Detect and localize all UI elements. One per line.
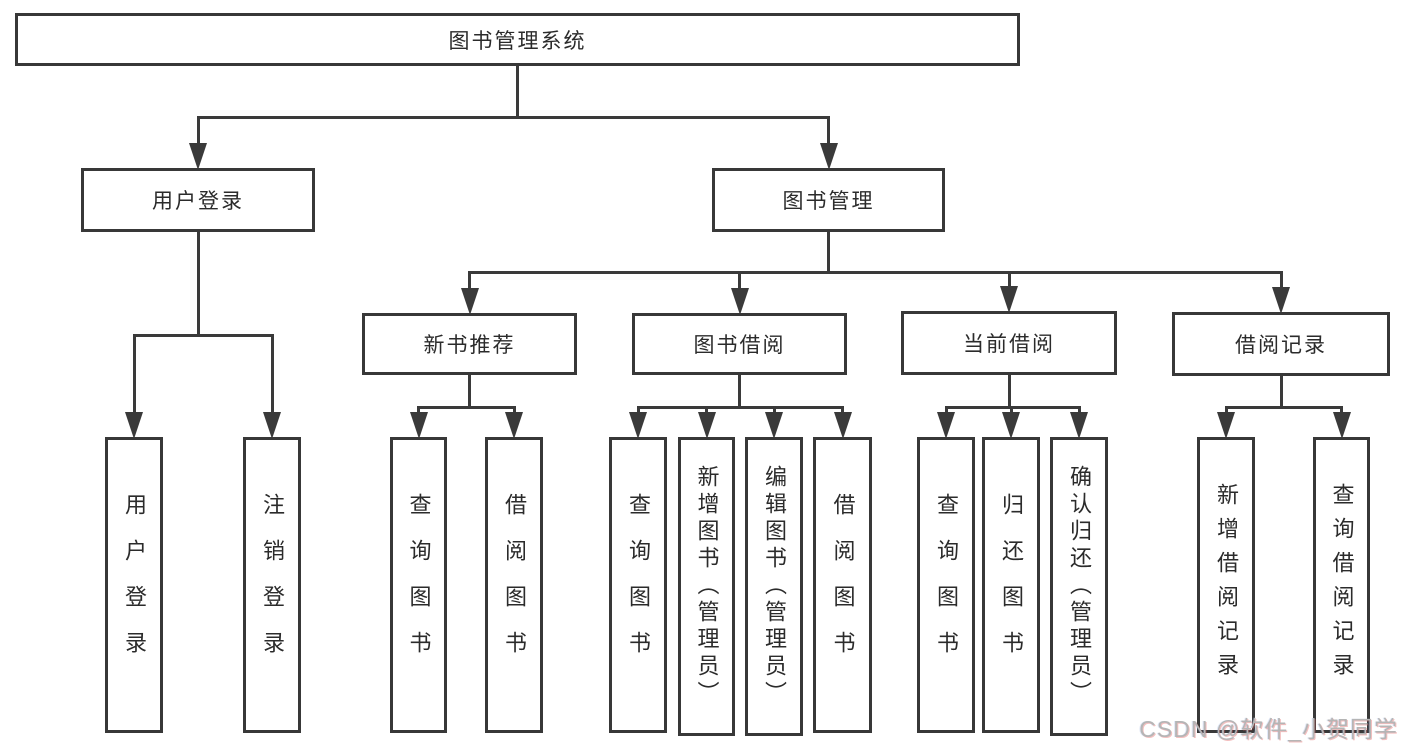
node-current-borrow: 当前借阅 [901, 311, 1117, 375]
node-book-mgmt: 图书管理 [712, 168, 945, 232]
edge-drop-user-login-leaf-logout [270, 335, 274, 418]
node-leaf-query-books-cur: 查询图书 [917, 437, 975, 733]
node-leaf-confirm-return-label: 确认归还（管理员） [1067, 465, 1092, 708]
edge-arrowhead-book-borrow-leaf-add-books [697, 412, 716, 439]
node-leaf-borrow-books: 借阅图书 [813, 437, 872, 733]
edge-drop-root-user-login [196, 117, 200, 149]
edge-arrowhead-book-mgmt-current-borrow [1000, 286, 1018, 313]
node-leaf-query-books-borrow: 查询图书 [609, 437, 667, 733]
edge-drop-book-mgmt-borrow-records [1279, 272, 1283, 293]
node-leaf-query-books-borrow-label: 查询图书 [626, 493, 651, 677]
node-current-borrow-label: 当前借阅 [963, 333, 1055, 356]
node-leaf-query-borrow-rec: 查询借阅记录 [1313, 437, 1370, 733]
edge-arrowhead-new-book-rec-leaf-query-books-rec [409, 412, 428, 439]
node-book-borrow: 图书借阅 [632, 313, 847, 375]
node-borrow-records-label: 借阅记录 [1235, 334, 1327, 357]
node-book-borrow-label: 图书借阅 [693, 334, 786, 357]
edge-arrowhead-current-borrow-leaf-query-books-cur [937, 412, 955, 439]
edge-split-current-borrow [944, 405, 1081, 409]
edge-drop-book-mgmt-current-borrow [1007, 272, 1011, 292]
node-leaf-borrow-books-rec: 借阅图书 [485, 437, 543, 733]
edge-split-book-borrow [636, 405, 844, 409]
node-leaf-user-login: 用户登录 [105, 437, 163, 733]
node-user-login-label: 用户登录 [152, 190, 244, 213]
node-leaf-return-books: 归还图书 [982, 437, 1040, 733]
edge-arrowhead-user-login-leaf-logout [263, 412, 281, 439]
node-leaf-query-books-cur-label: 查询图书 [934, 493, 959, 677]
node-leaf-query-books-rec: 查询图书 [390, 437, 447, 733]
node-root: 图书管理系统 [15, 13, 1020, 66]
node-leaf-borrow-books-rec-label: 借阅图书 [502, 493, 527, 677]
edge-split-new-book-rec [417, 405, 516, 409]
edge-split-root [196, 115, 830, 119]
node-leaf-edit-books-label: 编辑图书（管理员） [762, 465, 787, 708]
edge-arrowhead-book-borrow-leaf-query-books-borrow [629, 412, 647, 439]
edge-drop-book-mgmt-new-book-rec [468, 272, 471, 294]
edge-arrowhead-new-book-rec-leaf-borrow-books-rec [505, 412, 523, 439]
watermark-text: CSDN @软件_小贺同学 [1139, 716, 1398, 742]
node-leaf-logout: 注销登录 [243, 437, 301, 733]
edge-arrowhead-book-mgmt-new-book-rec [460, 288, 479, 315]
edge-arrowhead-root-book-mgmt [819, 143, 838, 170]
edge-arrowhead-book-borrow-leaf-borrow-books [833, 412, 852, 439]
edge-stem-current-borrow [1007, 374, 1011, 409]
edge-drop-root-book-mgmt [827, 117, 830, 149]
edge-stem-root [516, 65, 519, 119]
node-leaf-add-books: 新增图书（管理员） [678, 437, 735, 736]
node-root-label: 图书管理系统 [448, 29, 587, 53]
edge-arrowhead-borrow-records-leaf-query-borrow-rec [1332, 412, 1351, 439]
node-leaf-query-borrow-rec-label: 查询借阅记录 [1329, 483, 1355, 687]
node-user-login: 用户登录 [81, 168, 315, 232]
edge-stem-user-login [196, 231, 200, 337]
edge-stem-new-book-rec [468, 374, 471, 409]
node-leaf-add-borrow-rec: 新增借阅记录 [1197, 437, 1255, 733]
edge-stem-book-mgmt [827, 231, 830, 274]
edge-stem-borrow-records [1279, 375, 1283, 409]
edge-split-book-mgmt [468, 270, 1283, 274]
node-leaf-return-books-label: 归还图书 [999, 493, 1024, 677]
node-book-mgmt-label: 图书管理 [782, 190, 875, 213]
edge-stem-book-borrow [738, 374, 741, 409]
edge-arrowhead-book-mgmt-book-borrow [730, 288, 749, 315]
edge-drop-user-login-leaf-user-login [132, 335, 136, 418]
edge-arrowhead-current-borrow-leaf-return-books [1002, 412, 1020, 439]
node-leaf-confirm-return: 确认归还（管理员） [1050, 437, 1108, 736]
node-borrow-records: 借阅记录 [1172, 312, 1390, 376]
edge-arrowhead-book-borrow-leaf-edit-books [765, 412, 783, 439]
edge-drop-book-mgmt-book-borrow [738, 272, 741, 294]
edge-arrowhead-current-borrow-leaf-confirm-return [1070, 412, 1088, 439]
node-leaf-add-books-label: 新增图书（管理员） [694, 465, 720, 708]
node-leaf-query-books-rec-label: 查询图书 [406, 493, 432, 677]
edge-arrowhead-borrow-records-leaf-add-borrow-rec [1217, 412, 1235, 439]
edge-split-user-login [132, 333, 274, 337]
edge-split-borrow-records [1224, 405, 1343, 409]
node-new-book-rec-label: 新书推荐 [423, 334, 516, 357]
node-leaf-add-borrow-rec-label: 新增借阅记录 [1214, 483, 1239, 687]
node-leaf-user-login-label: 用户登录 [122, 493, 147, 677]
node-leaf-edit-books: 编辑图书（管理员） [745, 437, 803, 736]
edge-arrowhead-root-user-login [189, 143, 207, 170]
edge-arrowhead-user-login-leaf-user-login [125, 412, 143, 439]
edge-arrowhead-book-mgmt-borrow-records [1272, 287, 1290, 314]
node-leaf-logout-label: 注销登录 [260, 493, 285, 677]
node-new-book-rec: 新书推荐 [362, 313, 577, 375]
node-leaf-borrow-books-label: 借阅图书 [830, 493, 856, 677]
